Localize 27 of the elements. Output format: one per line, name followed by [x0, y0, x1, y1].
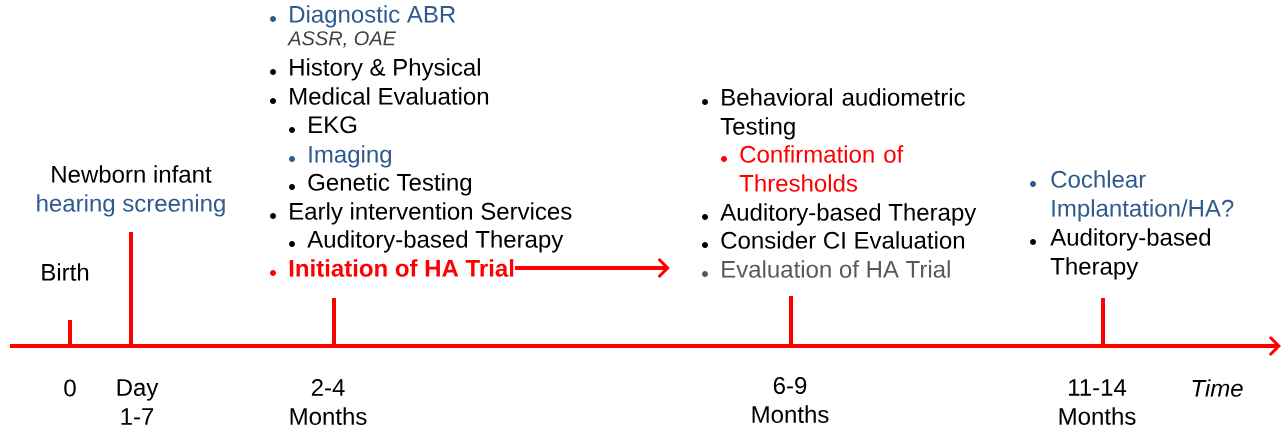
note-text: ASSR, OAE: [287, 31, 397, 48]
list-item: Auditory-based Therapy: [289, 230, 564, 253]
list-item: Imaging: [289, 145, 391, 168]
list-item: Initiation of HA Trial: [270, 259, 514, 277]
list-item: History & Physical: [270, 58, 480, 81]
list-item: Early intervention Services: [270, 202, 572, 225]
list-item: Genetic Testing: [289, 173, 472, 196]
axis-label: Time: [1192, 379, 1243, 397]
label-text: Newborn infant: [52, 165, 212, 183]
list-item: Cochlear Implantation/HA?: [1030, 170, 1234, 222]
list-item: Medical Evaluation: [270, 87, 489, 105]
list-item: Auditory-based Therapy: [1030, 228, 1211, 280]
list-item: Confirmation of Thresholds: [721, 145, 904, 192]
tick-label: 11-14 Months: [1059, 379, 1136, 425]
tick-label: Day 1-7: [117, 379, 159, 425]
list-item: Consider CI Evaluation: [702, 231, 965, 249]
list-item: EKG: [289, 116, 357, 134]
list-item: Evaluation of HA Trial: [702, 260, 950, 278]
tick-label: 2-4 Months: [290, 379, 367, 425]
list-item: Behavioral audiometric Testing: [702, 88, 965, 140]
label-text: hearing screening: [37, 194, 225, 217]
arrow: [515, 257, 670, 279]
list-item: Auditory-based Therapy: [702, 203, 977, 226]
tick-label: 6-9 Months: [752, 377, 829, 423]
list-item: Diagnostic ABR: [270, 5, 456, 28]
label-text: Birth: [42, 263, 89, 281]
tick-label: 0: [64, 379, 76, 397]
